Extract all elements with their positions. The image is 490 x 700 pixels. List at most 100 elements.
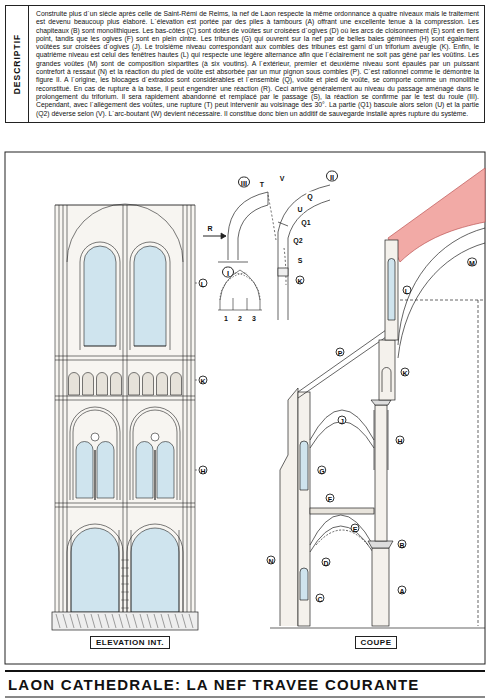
stroke bbox=[63, 205, 64, 612]
plinth bbox=[52, 612, 198, 630]
callout-letter: P bbox=[336, 348, 345, 357]
callout-letter: E bbox=[351, 524, 360, 533]
section-drawing bbox=[270, 168, 485, 628]
arch bbox=[69, 373, 80, 396]
figure-number: I bbox=[222, 267, 234, 278]
figure-number: III bbox=[238, 177, 250, 188]
callout-letter: A bbox=[397, 586, 406, 595]
stroke bbox=[112, 614, 116, 628]
callout-letter: 2 bbox=[237, 314, 243, 323]
stroke bbox=[55, 400, 195, 401]
stroke bbox=[187, 205, 188, 612]
arch bbox=[67, 524, 123, 612]
arch bbox=[171, 373, 182, 396]
caption-box: ELEVATION INT. bbox=[90, 636, 170, 649]
stroke bbox=[131, 530, 132, 612]
stroke bbox=[55, 360, 195, 361]
arch bbox=[97, 373, 108, 396]
title-rule bbox=[5, 697, 485, 698]
caption-box: COUPE bbox=[355, 636, 398, 649]
arch bbox=[136, 442, 153, 499]
arch bbox=[130, 407, 180, 500]
callout-letter: L bbox=[199, 279, 208, 288]
heading-divider bbox=[28, 6, 29, 122]
stroke bbox=[55, 507, 195, 508]
title-rule bbox=[5, 670, 485, 672]
figure-III bbox=[203, 192, 268, 262]
callout-letter: U bbox=[296, 205, 303, 214]
stroke bbox=[168, 614, 172, 628]
arch bbox=[97, 442, 114, 499]
stroke bbox=[121, 592, 129, 593]
stroke bbox=[55, 396, 195, 397]
page-title: LAON CATHEDRALE: LA NEF TRAVEE COURANTE bbox=[8, 676, 420, 693]
callout-letter: R bbox=[206, 224, 213, 233]
callout-letter: Q1 bbox=[300, 218, 311, 227]
stroke bbox=[179, 530, 180, 612]
stroke bbox=[91, 614, 95, 628]
callout-letter: B bbox=[397, 540, 406, 549]
callout-letter: Q bbox=[306, 192, 313, 201]
stroke bbox=[119, 530, 120, 612]
stroke bbox=[154, 450, 155, 500]
descriptif-panel: DESCRIPTIF Construite plus d´un siècle ap… bbox=[5, 5, 485, 123]
stroke bbox=[133, 614, 137, 628]
section-heading: DESCRIPTIF bbox=[12, 34, 22, 95]
arch bbox=[84, 246, 116, 346]
stroke bbox=[154, 614, 158, 628]
arch bbox=[129, 373, 140, 396]
oculus bbox=[91, 433, 99, 441]
stroke bbox=[55, 205, 195, 206]
drawing-frame bbox=[5, 152, 485, 664]
arch bbox=[71, 528, 119, 612]
stroke bbox=[63, 614, 67, 628]
callout-letter: H bbox=[198, 466, 207, 475]
arch bbox=[70, 407, 120, 500]
stroke bbox=[191, 205, 192, 612]
stroke bbox=[119, 614, 123, 628]
description-text: Construite plus d´un siècle après celle … bbox=[32, 6, 484, 122]
stroke bbox=[182, 614, 186, 628]
stroke bbox=[77, 614, 81, 628]
stroke bbox=[189, 614, 193, 628]
arch bbox=[83, 373, 94, 396]
stroke bbox=[121, 560, 129, 561]
stroke bbox=[55, 205, 56, 612]
stroke bbox=[98, 614, 102, 628]
callout-letter: H bbox=[395, 436, 404, 445]
stroke bbox=[84, 346, 116, 347]
elevation-drawing bbox=[52, 204, 198, 630]
figure-II bbox=[268, 185, 330, 320]
callout-letter: C bbox=[315, 594, 324, 603]
callout-letter: S bbox=[297, 256, 304, 265]
stroke bbox=[175, 614, 179, 628]
callout-letter: L bbox=[403, 286, 412, 295]
callout-letter: N bbox=[266, 556, 275, 565]
callout-letter: K bbox=[198, 376, 207, 385]
stroke bbox=[140, 614, 144, 628]
callout-letter: Q2 bbox=[292, 236, 303, 245]
callout-letter: T bbox=[259, 180, 265, 189]
stroke bbox=[121, 584, 129, 585]
figure-number: II bbox=[326, 171, 338, 182]
arch bbox=[134, 246, 166, 346]
callout-letter: D bbox=[321, 558, 330, 567]
stroke bbox=[126, 614, 130, 628]
view-caption: ELEVATION INT. bbox=[96, 638, 164, 647]
stroke bbox=[134, 346, 166, 347]
stroke bbox=[161, 614, 165, 628]
stroke bbox=[121, 608, 129, 609]
stroke bbox=[70, 614, 74, 628]
wall bbox=[55, 205, 195, 615]
callout-letter: V bbox=[279, 174, 286, 183]
arch bbox=[80, 242, 120, 350]
arch bbox=[76, 442, 93, 499]
stroke bbox=[147, 614, 151, 628]
stroke bbox=[84, 614, 88, 628]
stroke bbox=[56, 614, 60, 628]
stroke bbox=[71, 530, 72, 612]
callout-letter: G bbox=[317, 466, 326, 475]
stroke bbox=[105, 614, 109, 628]
arch bbox=[73, 410, 117, 500]
callout-letter: 3 bbox=[251, 314, 257, 323]
